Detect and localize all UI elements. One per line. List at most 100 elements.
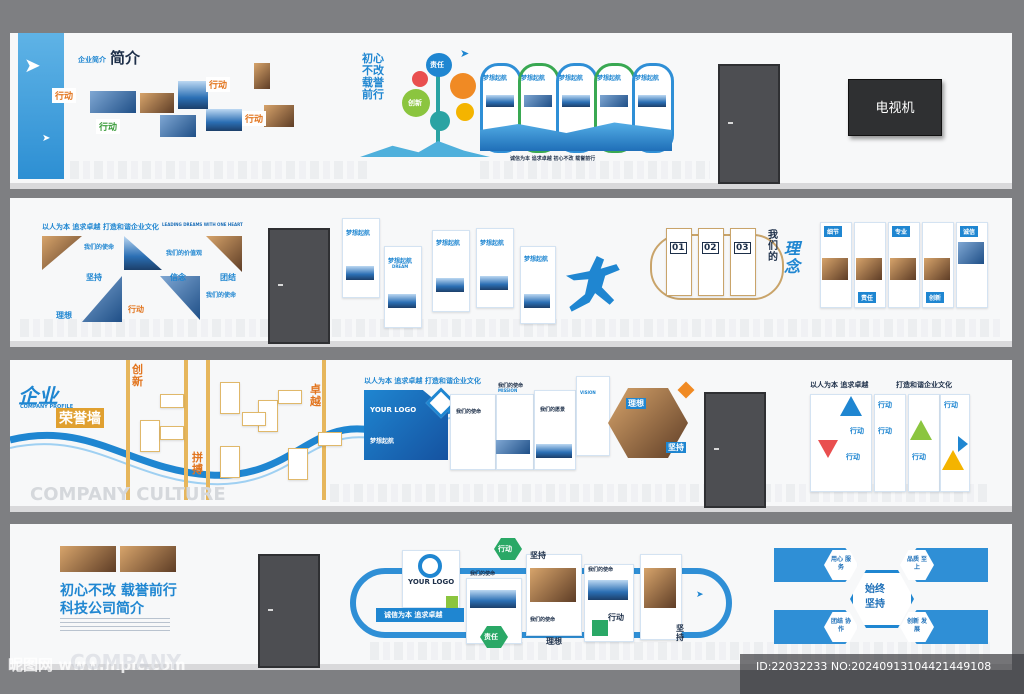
word-hex: [480, 626, 508, 648]
hex-item-label: 创新 发展: [906, 618, 928, 633]
culture-watermark: COMPANY CULTURE: [30, 484, 226, 505]
honor-title-en: COMPANY PROFILE: [20, 404, 74, 410]
concept-main: 理念: [784, 239, 801, 276]
door: [718, 64, 780, 184]
vertical-word: 拼搏: [192, 451, 203, 476]
dream-card-sub: DREAM: [392, 264, 409, 269]
pill-header: 梦想起航: [559, 75, 584, 82]
hex-item: [900, 612, 934, 642]
action-tag: 行动: [52, 88, 77, 103]
word-hex: [494, 538, 522, 560]
intro-photo: [60, 546, 116, 572]
certificate: [242, 412, 266, 426]
dream-card: [520, 246, 556, 324]
blue-side-strip: [18, 33, 64, 179]
vertical-word: 卓越: [310, 383, 321, 408]
company-intro-title: 初心不改 载誉前行: [60, 583, 177, 599]
tv-label: 电视机: [875, 101, 915, 116]
dream-card: [384, 246, 422, 328]
intro-photo: [254, 63, 270, 89]
puzzle-word: 我们的使命: [84, 244, 115, 251]
step-number: 02: [702, 242, 719, 254]
concept-card-label: 责任: [858, 292, 877, 303]
puzzle-word: 坚持: [86, 273, 102, 282]
intro-tag: 企业简介: [78, 56, 106, 64]
intro-text-lines: [60, 618, 170, 634]
mission-title: 我们的使命: [498, 383, 524, 389]
dream-photo: [346, 266, 374, 280]
right-slogan: 以人为本 追求卓越: [810, 381, 869, 389]
action-tag: 行动: [96, 119, 121, 134]
door: [258, 554, 320, 668]
right-slogan-2: 打造和谐企业文化: [896, 381, 952, 389]
action-tag: 行动: [242, 111, 267, 126]
dream-card-header: 梦想起航: [436, 240, 461, 247]
hex-item: [900, 550, 934, 580]
right-tag: 行动: [944, 401, 958, 409]
track-word: 责任: [484, 633, 498, 641]
trophy-frame: [220, 382, 240, 414]
dream-card-header: 梦想起航: [480, 240, 505, 247]
vertical-word: 创新: [132, 363, 143, 388]
triangle-card: [908, 394, 940, 492]
concept-card-label: 诚信: [960, 226, 979, 237]
concept-card-label: 细节: [824, 226, 843, 237]
intro-title: 简介: [110, 49, 141, 67]
concept-photo: [822, 258, 848, 280]
site-watermark: 昵图网 www.nipic.com: [8, 656, 186, 674]
concept-card-label: 创新: [926, 292, 945, 303]
mission-photo: [644, 568, 676, 608]
step-number: 01: [670, 242, 687, 254]
certificate: [160, 394, 184, 408]
pill-header: 梦想起航: [483, 75, 508, 82]
vertical-slogan: 初心不改 载誉前行: [362, 52, 384, 101]
mission-card: [496, 394, 534, 470]
slogan-en: LEADING DREAMS WITH ONE HEART: [162, 222, 243, 227]
pill-photo: [486, 95, 514, 107]
hex-center-line: 始终: [865, 584, 885, 595]
mission-card: [534, 390, 576, 470]
tree-circle: [426, 53, 452, 77]
logo-text: YOUR LOGO: [408, 578, 455, 586]
green-square: [446, 596, 458, 608]
culture-slogan: 以人为本 追求卓越 打造和谐企业文化: [364, 377, 481, 385]
certificate: [278, 390, 302, 404]
company-watermark: COMPANY: [70, 650, 182, 674]
wall-panel-4: 初心不改 载誉前行 科技公司简介 YOUR LOGO 诚信为本 追求卓越 我们的…: [10, 524, 1012, 670]
hex-item-label: 品质 至上: [906, 556, 928, 571]
right-tag: 行动: [846, 453, 860, 461]
track-slogan: 诚信为本 追求卓越: [384, 611, 443, 619]
certificate: [318, 432, 342, 446]
trophy-frame: [220, 446, 240, 478]
tree-circle: [430, 111, 450, 131]
step-number: 03: [734, 242, 751, 254]
right-tag: 行动: [850, 427, 864, 435]
intro-photo: [206, 109, 242, 131]
trophy-frame: [288, 448, 308, 480]
right-tag: 行动: [912, 453, 926, 461]
intro-photo: [178, 81, 208, 109]
paper-plane-icon: ➤: [24, 53, 41, 77]
intro-photo: [90, 91, 136, 113]
right-tag: 行动: [878, 401, 892, 409]
puzzle-photo: [206, 236, 242, 272]
mission-title: 我们的使命: [470, 571, 496, 577]
puzzle-word: 理想: [56, 311, 72, 320]
concept-photo: [958, 242, 984, 264]
pill-photo: [600, 95, 628, 107]
honor-wall-label: 荣誉墙: [56, 408, 104, 428]
triangle-card: [810, 394, 872, 492]
step-card: [730, 228, 756, 296]
pill-header: 梦想起航: [521, 75, 546, 82]
dream-card-header: 梦想起航: [524, 256, 549, 263]
paper-plane-icon: ➤: [460, 47, 470, 60]
dream-photo: [524, 294, 550, 308]
dream-card: [342, 218, 380, 298]
puzzle-photo: [124, 236, 162, 270]
mission-en: VISION: [580, 390, 596, 395]
hex-item-label: 团结 协作: [830, 618, 852, 633]
mission-photo: [588, 580, 628, 600]
mission-card: [450, 394, 496, 470]
tree-base-mountain: [360, 141, 490, 157]
mission-title: 我们的使命: [456, 409, 482, 415]
